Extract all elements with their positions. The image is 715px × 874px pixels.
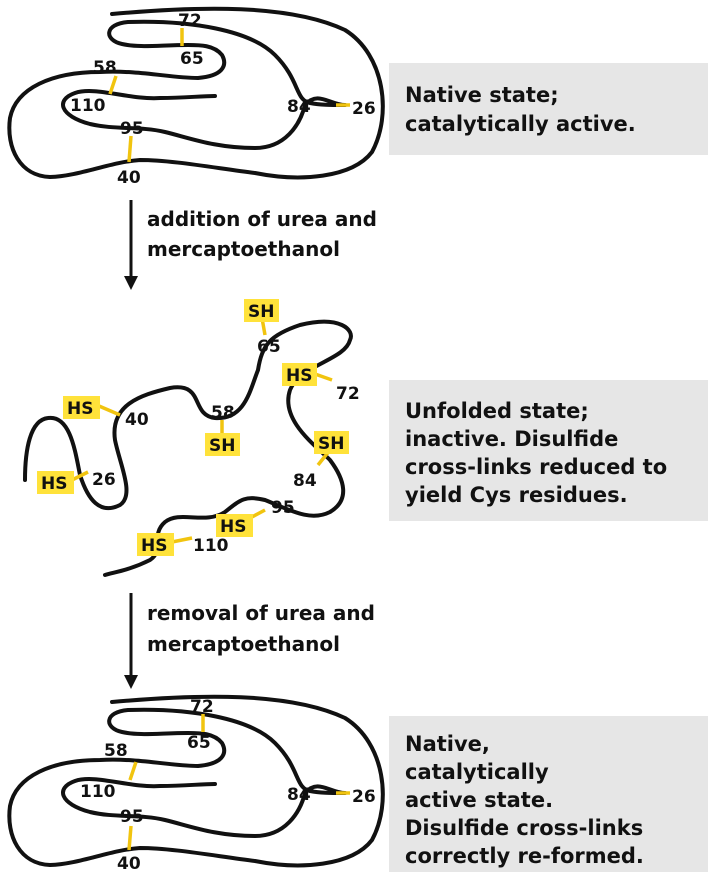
residue-58: 58 bbox=[104, 741, 128, 761]
thiol-label-65: SH bbox=[248, 302, 274, 322]
denaturation-step-line-2: mercaptoethanol bbox=[147, 237, 340, 261]
residue-72: 72 bbox=[178, 11, 202, 31]
refolded-state-caption-line-4: Disulfide cross-links bbox=[405, 816, 643, 840]
native-state-caption-box bbox=[389, 63, 708, 155]
refolded-state-caption-line-1: Native, bbox=[405, 732, 490, 756]
thiol-label-84: SH bbox=[318, 434, 344, 454]
thiol-highlight-95 bbox=[216, 514, 253, 537]
residue-58: 58 bbox=[211, 403, 235, 423]
arrow-down-icon bbox=[124, 276, 138, 290]
residue-40: 40 bbox=[117, 854, 141, 874]
polypeptide-chain bbox=[23, 319, 353, 577]
thiol-label-110: HS bbox=[141, 536, 167, 556]
disulfide-bond-95-40 bbox=[127, 825, 133, 851]
refolded-state-caption-line-2: catalytically bbox=[405, 760, 549, 784]
thiol-label-26: HS bbox=[41, 474, 67, 494]
polypeptide-chain bbox=[7, 6, 385, 180]
refolded-state-caption-line-5: correctly re-formed. bbox=[405, 844, 644, 868]
thiol-bond-72 bbox=[314, 372, 333, 382]
native-protein-bottom: 72 65 58 110 84 26 95 40 bbox=[7, 694, 385, 874]
native-protein-top: 72 65 58 110 84 26 95 40 bbox=[7, 6, 385, 188]
thiol-label-72: HS bbox=[286, 366, 312, 386]
denaturation-step-line-1: addition of urea and bbox=[147, 207, 377, 231]
unfolded-state-caption-box bbox=[389, 380, 708, 521]
disulfide-bond-58-110 bbox=[108, 75, 118, 95]
thiol-highlight-110 bbox=[137, 533, 174, 556]
residue-65: 65 bbox=[257, 337, 281, 357]
residue-84: 84 bbox=[287, 97, 311, 117]
thiol-label-95: HS bbox=[220, 517, 246, 537]
residue-40: 40 bbox=[117, 168, 141, 188]
residue-72: 72 bbox=[336, 384, 360, 404]
residue-110: 110 bbox=[80, 782, 116, 802]
disulfide-bond-58-110 bbox=[128, 761, 138, 781]
residue-26: 26 bbox=[92, 470, 116, 490]
residue-40: 40 bbox=[125, 410, 149, 430]
thiol-highlight-26 bbox=[37, 471, 74, 494]
refolded-state-caption-box bbox=[389, 716, 708, 872]
thiol-highlight-84 bbox=[314, 431, 349, 454]
residue-95: 95 bbox=[120, 807, 144, 827]
unfolded-protein: SH HS HS SH SH HS HS HS 65 72 40 58 26 8… bbox=[23, 299, 360, 577]
thiol-highlight-72 bbox=[282, 363, 317, 386]
thiol-bond-26 bbox=[71, 470, 89, 482]
disulfide-bond-95-40 bbox=[127, 135, 133, 163]
thiol-label-58: SH bbox=[209, 436, 235, 456]
unfolded-state-caption-line-4: yield Cys residues. bbox=[405, 483, 628, 507]
renaturation-arrow bbox=[124, 593, 138, 689]
thiol-label-40: HS bbox=[67, 399, 93, 419]
residue-110: 110 bbox=[70, 96, 106, 116]
thiol-highlight-40 bbox=[63, 396, 100, 419]
residue-95: 95 bbox=[271, 498, 295, 518]
native-state-caption-line-1: Native state; bbox=[405, 83, 559, 107]
unfolded-state-caption-line-3: cross-links reduced to bbox=[405, 455, 667, 479]
thiol-highlight-58 bbox=[205, 433, 240, 456]
native-state-caption-line-2: catalytically active. bbox=[405, 112, 636, 136]
residue-58: 58 bbox=[93, 58, 117, 78]
thiol-bond-40 bbox=[98, 404, 121, 417]
thiol-bond-110 bbox=[171, 536, 193, 544]
residue-95: 95 bbox=[120, 119, 144, 139]
unfolded-state-caption-line-1: Unfolded state; bbox=[405, 399, 589, 423]
thiol-highlight-65 bbox=[244, 299, 279, 322]
refolded-state-caption-line-3: active state. bbox=[405, 788, 553, 812]
polypeptide-chain bbox=[7, 694, 385, 868]
arrow-down-icon bbox=[124, 675, 138, 689]
denaturation-arrow bbox=[124, 200, 138, 290]
residue-110: 110 bbox=[193, 536, 229, 556]
residue-72: 72 bbox=[190, 697, 214, 717]
residue-84: 84 bbox=[293, 471, 317, 491]
residue-26: 26 bbox=[352, 787, 376, 807]
residue-26: 26 bbox=[352, 99, 376, 119]
residue-65: 65 bbox=[180, 49, 204, 69]
residue-65: 65 bbox=[187, 733, 211, 753]
renaturation-step-line-1: removal of urea and bbox=[147, 601, 375, 625]
unfolded-state-caption-line-2: inactive. Disulfide bbox=[405, 427, 618, 451]
renaturation-step-line-2: mercaptoethanol bbox=[147, 632, 340, 656]
residue-84: 84 bbox=[287, 785, 311, 805]
